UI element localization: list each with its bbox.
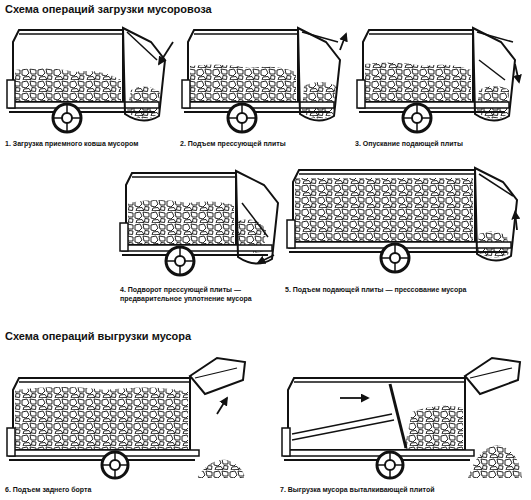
step-caption: 4. Подворот прессующей плиты — предварит… xyxy=(120,286,278,304)
step-caption: 1. Загрузка приемного ковша мусором xyxy=(5,140,175,149)
section-heading: Схема операций загрузки мусоровоза xyxy=(5,3,212,15)
step-caption: 2. Подъем прессующей плиты xyxy=(180,140,350,149)
section-heading: Схема операций выгрузки мусора xyxy=(5,330,191,342)
step-caption: 3. Опускание подающей плиты xyxy=(355,140,525,149)
step-caption: 5. Подъем подающей плиты — прессование м… xyxy=(285,286,525,295)
step-caption: 7. Выгрузка мусора выталкивающей плитой xyxy=(280,486,525,495)
step-caption: 6. Подъем заднего борта xyxy=(5,486,245,495)
